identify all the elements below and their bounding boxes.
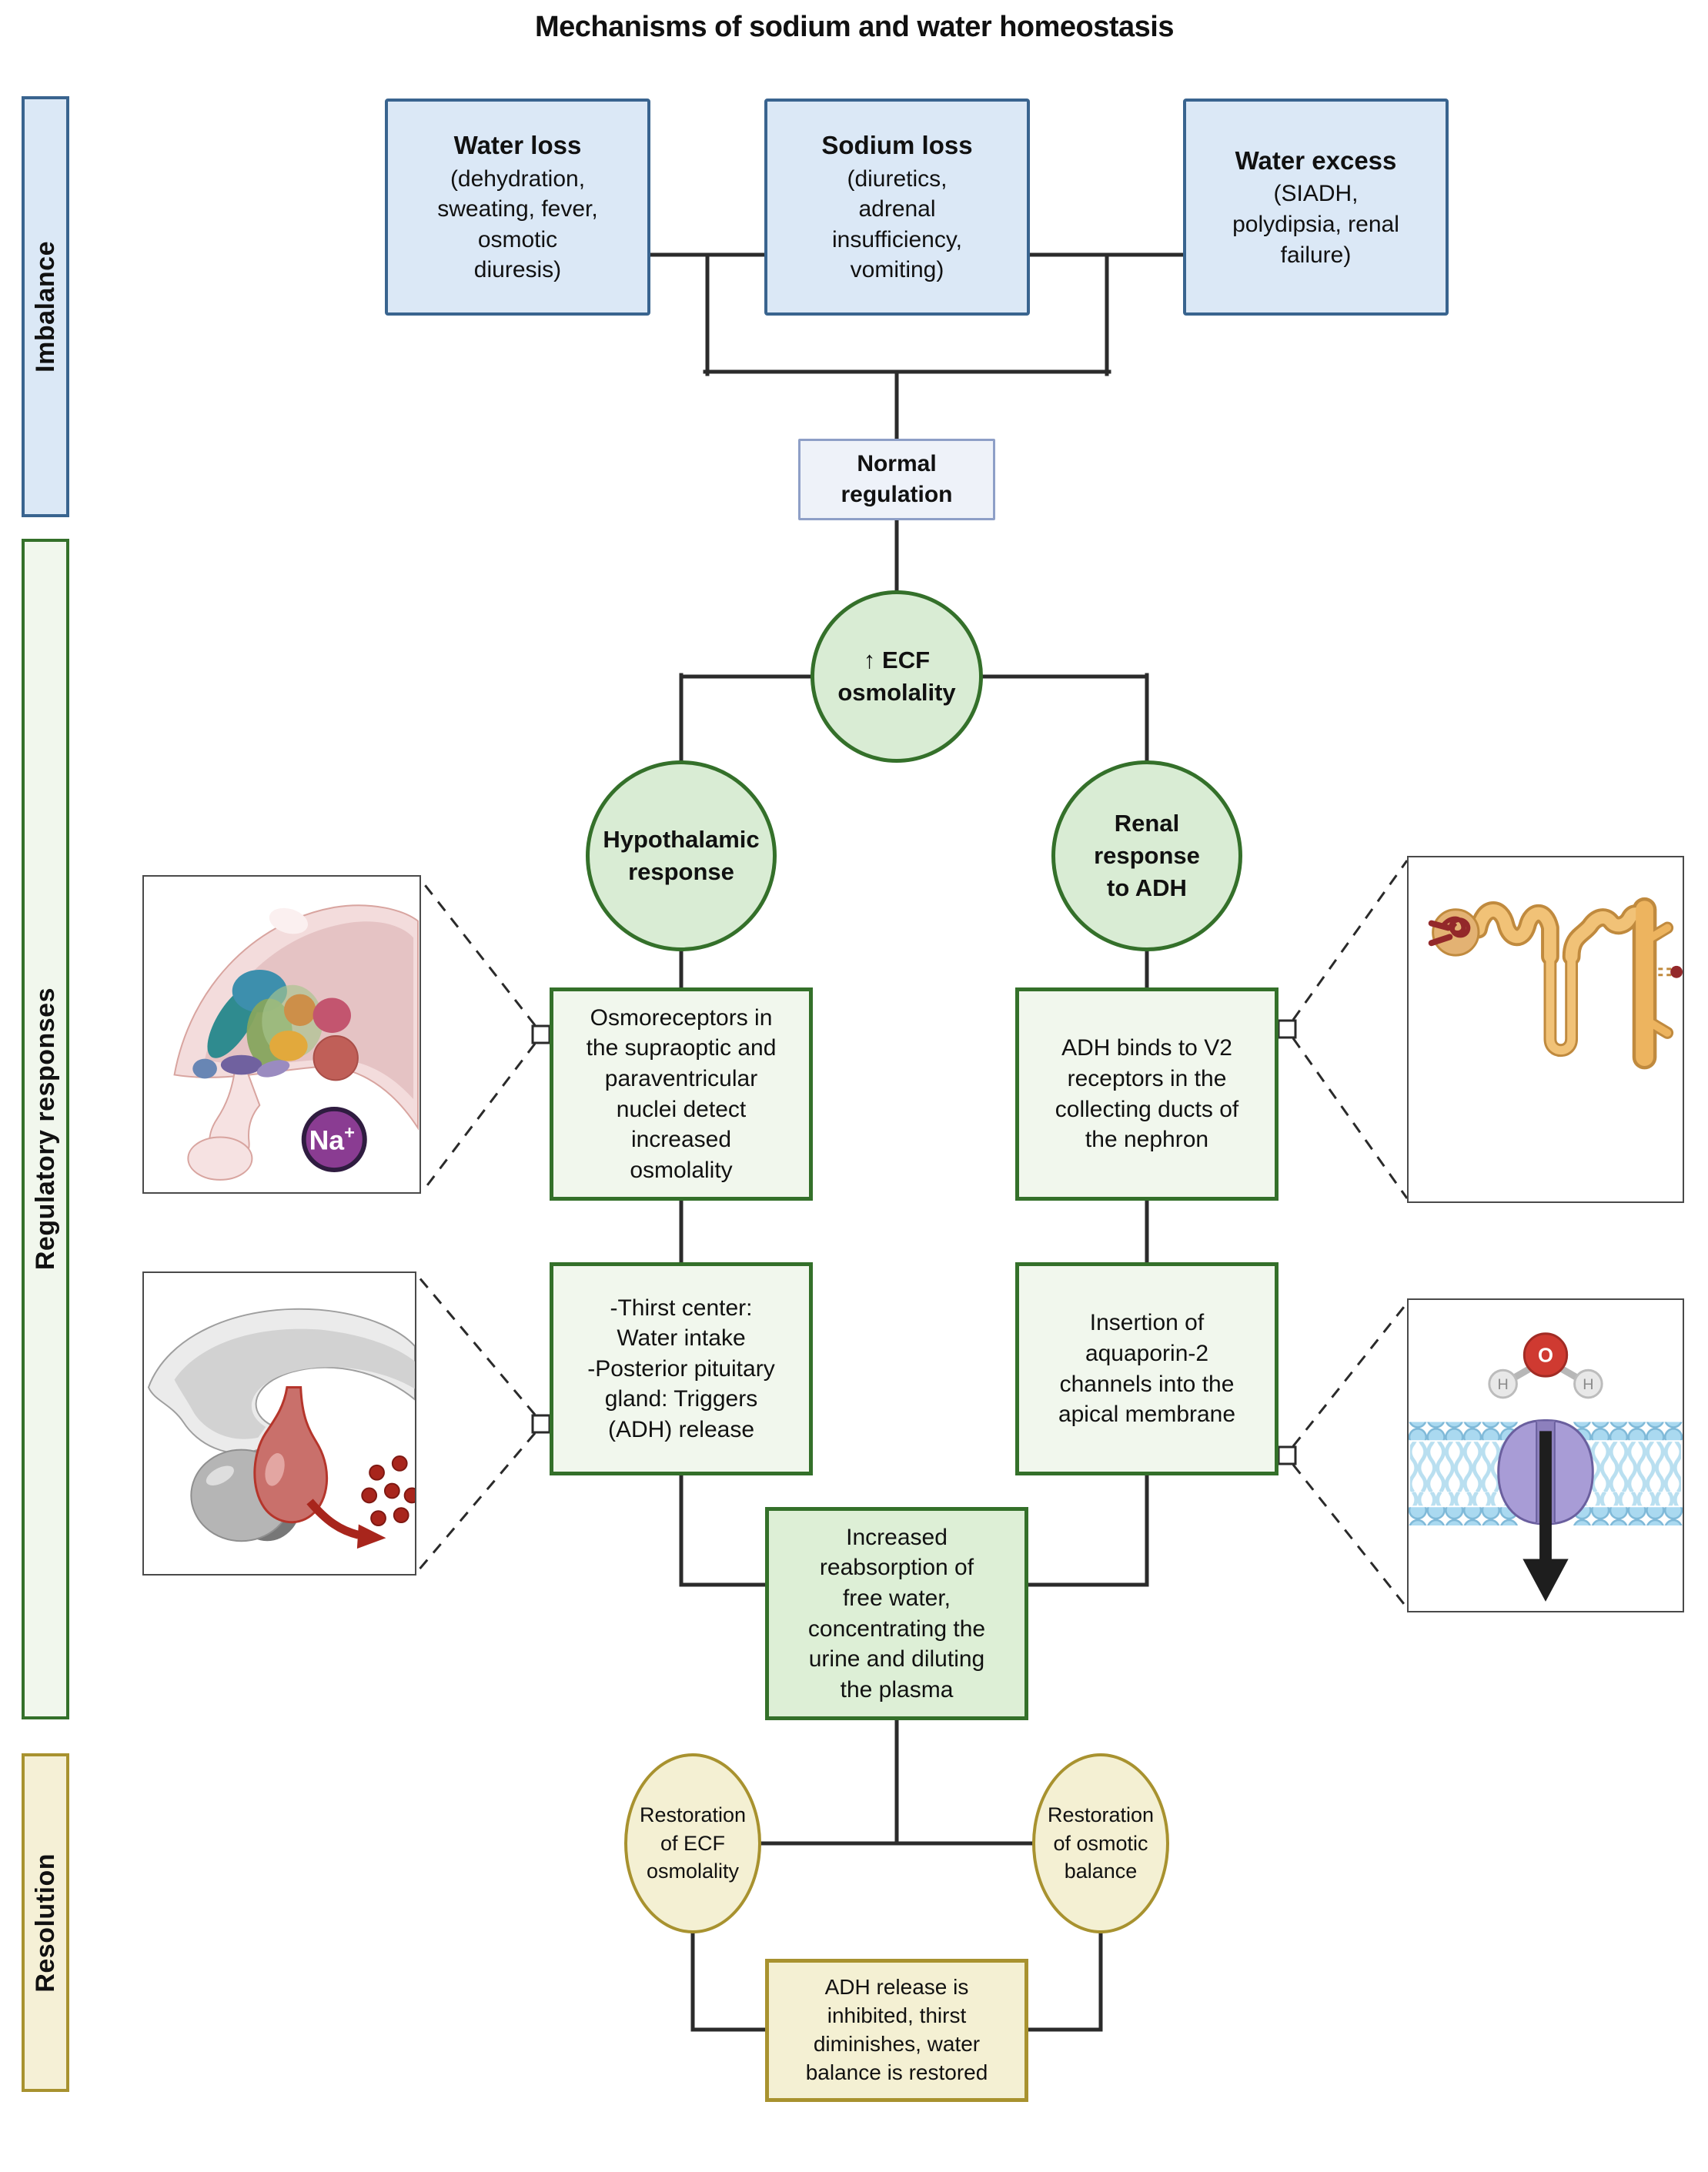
ecf-osmolality-node: ↑ ECF osmolality bbox=[811, 590, 983, 763]
water-excess-heading: Water excess bbox=[1235, 145, 1397, 175]
sodium-ion-icon: Na+ bbox=[301, 1106, 367, 1172]
water-loss-heading: Water loss bbox=[453, 131, 582, 160]
sodium-loss-heading: Sodium loss bbox=[821, 131, 973, 160]
callout-anchor-icon bbox=[1277, 1445, 1297, 1465]
water-loss-detail: (dehydration, sweating, fever, osmotic d… bbox=[437, 165, 598, 283]
normal-regulation-box: Normal regulation bbox=[798, 439, 995, 520]
restoration-ecf-node: Restoration of ECF osmolality bbox=[624, 1753, 761, 1933]
aquaporin-insertion-box: Insertion of aquaporin-2 channels into t… bbox=[1015, 1262, 1278, 1475]
peritubular-capillary-icon bbox=[1658, 965, 1683, 978]
adh-inhibited-box: ADH release is inhibited, thirst diminis… bbox=[765, 1959, 1028, 2102]
adh-release-arrow-icon bbox=[306, 1499, 386, 1549]
sidebar-label-regulatory: Regulatory responses bbox=[30, 987, 60, 1271]
solid-connectors bbox=[648, 252, 1185, 2032]
adh-hormone-dots-icon bbox=[361, 1455, 415, 1526]
svg-text:H: H bbox=[1497, 1376, 1508, 1393]
svg-text:H: H bbox=[1583, 1376, 1593, 1393]
adh-v2-receptors-box: ADH binds to V2 receptors in the collect… bbox=[1015, 987, 1278, 1201]
hypothalamic-nuclei-icon bbox=[192, 969, 359, 1081]
nephron-illustration bbox=[1407, 856, 1684, 1203]
water-excess-detail: (SIADH, polydipsia, renal failure) bbox=[1232, 181, 1399, 268]
svg-text:O: O bbox=[1538, 1345, 1553, 1366]
sodium-loss-box: Sodium loss (diuretics, adrenal insuffic… bbox=[764, 99, 1030, 316]
posterior-pituitary-icon bbox=[253, 1386, 329, 1524]
sodium-loss-detail: (diuretics, adrenal insufficiency, vomit… bbox=[832, 165, 962, 283]
hypothalamus-icon: Na+ bbox=[173, 904, 419, 1181]
water-flow-arrow-icon bbox=[1522, 1431, 1569, 1602]
nephron-icon bbox=[1428, 897, 1683, 1070]
hypothalamus-illustration: Na+ bbox=[142, 875, 421, 1194]
water-reabsorption-box: Increased reabsorption of free water, co… bbox=[765, 1507, 1028, 1720]
aquaporin-membrane-icon: H H O bbox=[1409, 1332, 1683, 1602]
renal-response-node: Renal response to ADH bbox=[1051, 760, 1242, 951]
membrane-illustration: H H O bbox=[1407, 1298, 1684, 1612]
sidebar-section-imbalance: Imbalance bbox=[22, 96, 69, 517]
page-title: Mechanisms of sodium and water homeostas… bbox=[535, 11, 1175, 43]
sidebar-section-resolution: Resolution bbox=[22, 1753, 69, 2092]
sidebar-label-resolution: Resolution bbox=[30, 1853, 60, 1993]
water-loss-box: Water loss (dehydration, sweating, fever… bbox=[385, 99, 650, 316]
water-molecule-icon: H H O bbox=[1488, 1332, 1603, 1399]
water-excess-box: Water excess (SIADH, polydipsia, renal f… bbox=[1183, 99, 1449, 316]
pituitary-gland-icon bbox=[147, 1308, 415, 1549]
svg-text:Na+: Na+ bbox=[309, 1123, 355, 1155]
osmoreceptors-box: Osmoreceptors in the supraoptic and para… bbox=[550, 987, 813, 1201]
callout-anchor-icon bbox=[1277, 1019, 1297, 1039]
callout-dashed-lines bbox=[416, 860, 1409, 1609]
callout-anchor-icon bbox=[531, 1024, 551, 1044]
sidebar-section-regulatory-responses: Regulatory responses bbox=[22, 539, 69, 1719]
sidebar-label-imbalance: Imbalance bbox=[30, 241, 60, 373]
hypothalamic-response-node: Hypothalamic response bbox=[586, 760, 777, 951]
glomerulus-icon bbox=[1428, 908, 1480, 957]
thirst-adh-release-box: -Thirst center: Water intake -Posterior … bbox=[550, 1262, 813, 1475]
callout-anchor-icon bbox=[531, 1414, 551, 1434]
pituitary-illustration bbox=[142, 1271, 416, 1576]
restoration-osmotic-node: Restoration of osmotic balance bbox=[1032, 1753, 1169, 1933]
